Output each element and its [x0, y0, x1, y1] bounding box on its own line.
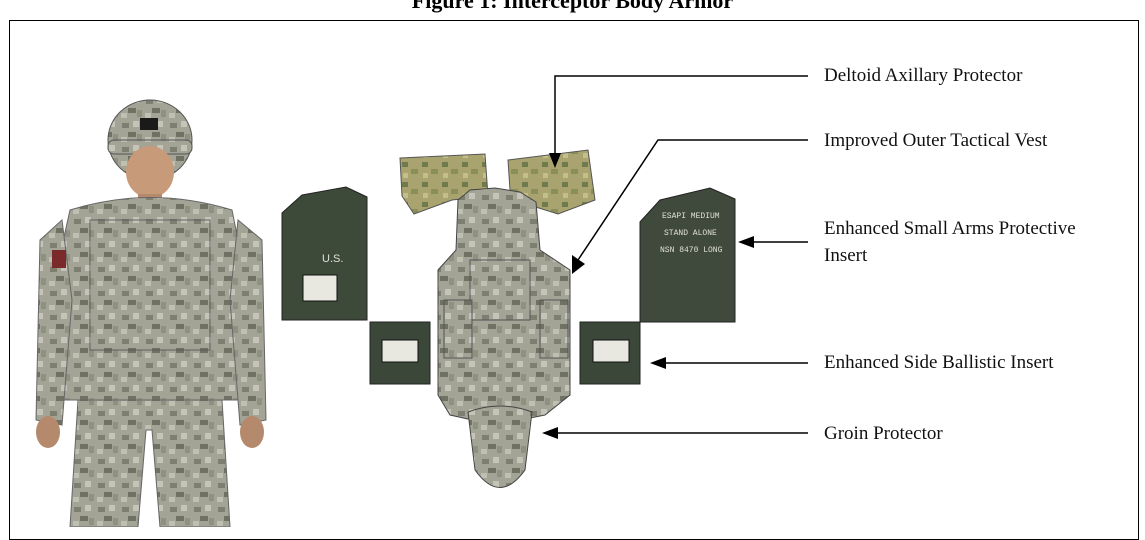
groin-leader-arrow	[542, 427, 808, 439]
right-esapi-plate-image: ESAPI MEDIUM STAND ALONE NSN 8470 LONG	[640, 188, 735, 322]
right-plate-text-1: ESAPI MEDIUM	[662, 212, 720, 221]
label-enhanced-side-ballistic-insert: Enhanced Side Ballistic Insert	[824, 350, 1054, 375]
outer-tactical-vest-image	[438, 188, 570, 425]
soldier-image	[36, 100, 266, 527]
label-improved-outer-tactical-vest: Improved Outer Tactical Vest	[824, 128, 1047, 153]
esapi-leader-arrow	[738, 236, 808, 248]
esbi-leader-arrow	[650, 357, 808, 369]
left-plate-text: U.S.	[322, 253, 343, 265]
label-esapi-line1: Enhanced Small Arms Protective	[824, 216, 1076, 241]
groin-protector-image	[468, 406, 532, 488]
label-deltoid-axillary-protector: Deltoid Axillary Protector	[824, 63, 1022, 88]
label-esapi-line2: Insert	[824, 243, 867, 268]
right-plate-text-2: STAND ALONE	[664, 229, 717, 238]
right-plate-text-3: NSN 8470 LONG	[660, 246, 723, 255]
label-groin-protector: Groin Protector	[824, 421, 943, 446]
left-esapi-plate-image: U.S.	[282, 187, 367, 320]
